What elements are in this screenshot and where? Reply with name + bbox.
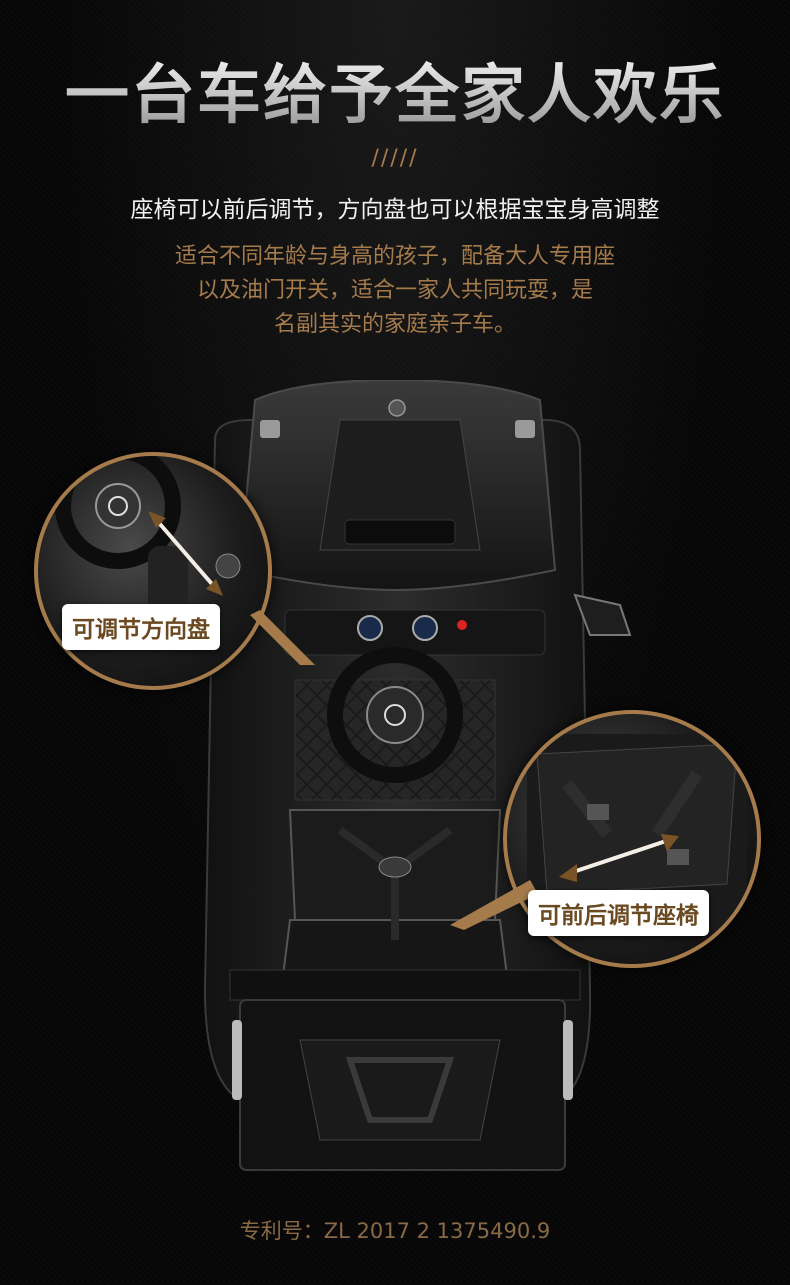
steering-closeup (55, 456, 241, 626)
seat-tag: 可前后调节座椅 (528, 890, 709, 936)
page-title: 一台车给予全家人欢乐 (0, 44, 790, 136)
hood-vent (344, 519, 456, 545)
steering-leader-line (250, 610, 315, 665)
description-line: 适合不同年龄与身高的孩子，配备大人专用座 (174, 244, 615, 269)
headlight-right (515, 420, 535, 438)
mercedes-star-icon (388, 399, 406, 417)
gauge-right (412, 615, 438, 641)
description-line: 以及油门开关，适合一家人共同玩耍，是 (196, 278, 593, 303)
description-line: 名副其实的家庭亲子车。 (273, 312, 516, 337)
tailpipe-right (563, 1020, 573, 1100)
steering-hub (366, 686, 424, 744)
steering-callout-image (34, 452, 272, 690)
seat-leader-line (450, 880, 538, 930)
rear-bumper (229, 969, 581, 1001)
steering-wheel (327, 647, 463, 783)
decorative-slashes: ///// (371, 146, 419, 171)
double-arrow-icon (151, 514, 220, 593)
mercedes-star-icon (108, 496, 128, 516)
side-mirror (573, 593, 632, 636)
hood-panel (319, 419, 481, 551)
subtitle: 座椅可以前后调节，方向盘也可以根据宝宝身高调整 (130, 197, 660, 223)
car-illustration (203, 380, 632, 1171)
steering-tag: 可调节方向盘 (62, 604, 220, 650)
trunk-emblem (345, 1057, 455, 1123)
harness-buckle (378, 856, 412, 878)
red-button (457, 620, 467, 630)
mercedes-star-icon (384, 704, 406, 726)
trunk-panel (299, 1039, 501, 1141)
headlight-left (260, 420, 280, 438)
patent-number: 专利号：ZL 2017 2 1375490.9 (239, 1219, 551, 1243)
tailpipe-left (232, 1020, 242, 1100)
double-arrow-icon (566, 837, 673, 876)
description: 适合不同年龄与身高的孩子，配备大人专用座 以及油门开关，适合一家人共同玩耍，是 … (0, 240, 790, 342)
gauge-left (357, 615, 383, 641)
